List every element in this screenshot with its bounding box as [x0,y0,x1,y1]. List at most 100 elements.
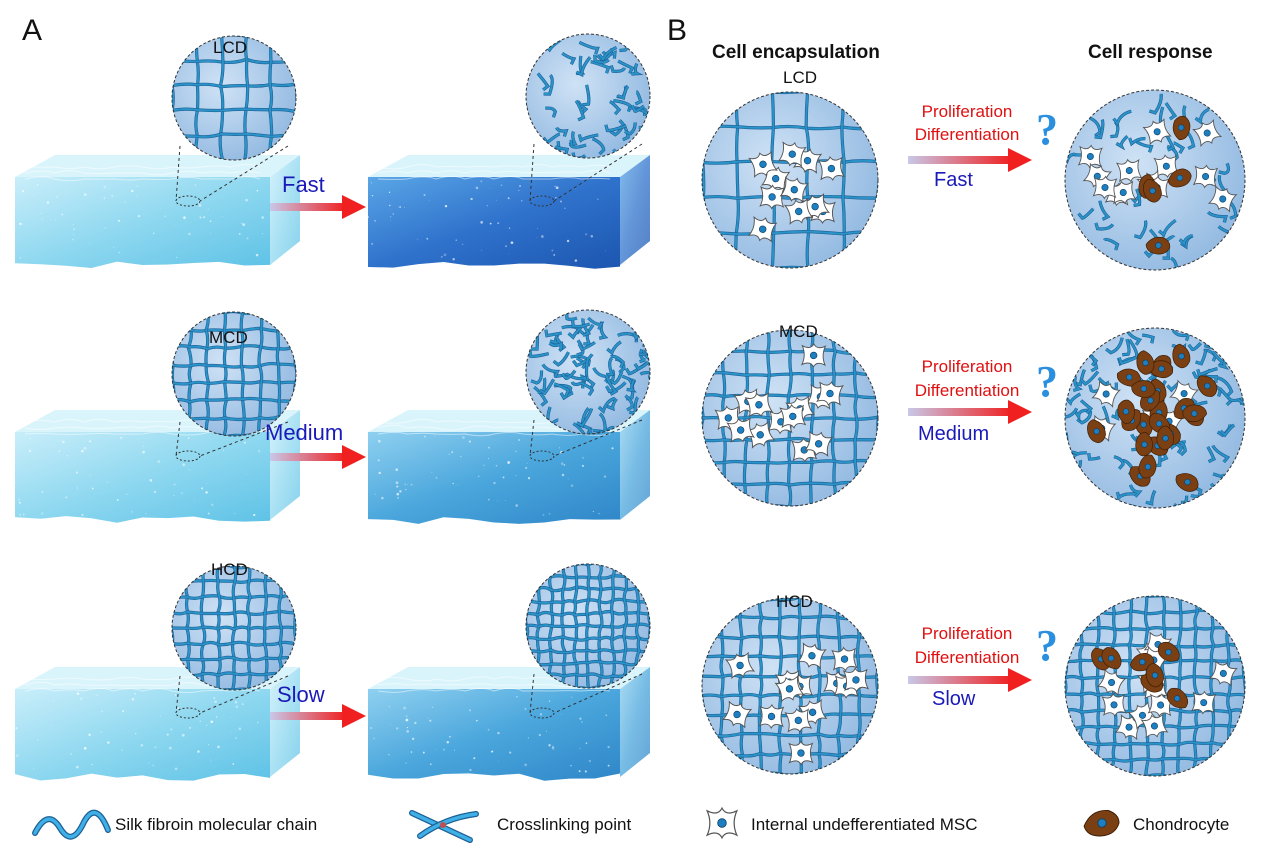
gel-sparkle [111,194,114,197]
gel-sparkle [452,482,454,485]
mesh-fiber [526,660,650,666]
mesh-fiber [640,52,650,68]
mesh-fiber [840,92,846,268]
mesh-fiber [1209,505,1218,508]
gel-sparkle [142,441,144,443]
gel-sparkle [164,215,166,217]
gel-sparkle [432,706,434,708]
gel-sparkle [131,697,135,701]
gel-sparkle [405,708,407,709]
gel-sparkle [83,747,87,750]
gel-sparkle [207,512,210,515]
mesh-fiber [1065,741,1245,747]
gel-sparkle [29,437,31,440]
mesh-fiber [570,139,587,149]
msc-cell-icon [1115,158,1143,183]
msc-nucleus [1157,701,1165,709]
gel-sparkle [101,492,103,494]
gel-sparkle [410,483,413,486]
gel-sparkle [256,189,259,192]
gel-sparkle [120,749,123,751]
gel-sparkle [584,770,587,773]
mesh-fiber [1094,222,1114,230]
mesh-fiber [1217,376,1233,397]
mesh-fiber [643,324,650,340]
gel-sparkle [515,475,517,476]
gel-sparkle [417,238,419,240]
msc-cell-icon [1114,714,1144,741]
gel-sparkle [389,216,392,218]
msc-nucleus [767,712,776,721]
mesh-fiber [1080,399,1093,414]
mesh-fiber [1179,234,1193,246]
gel-sparkle [508,227,511,229]
gel-sparkle [570,765,572,767]
msc-nucleus [814,440,823,448]
gel-sparkle [486,205,488,207]
gel-sparkle [157,460,161,463]
mesh-fiber [555,336,566,352]
gel-sparkle [561,473,565,477]
gel-sparkle [199,216,202,219]
mesh-fiber [641,52,650,67]
mesh-fiber [1230,480,1245,490]
gel-sparkle [53,444,56,446]
gel-sparkle [262,233,264,235]
mesh-fiber [1072,244,1086,262]
gel-sparkle [446,741,450,744]
gel-sparkle [411,737,415,741]
mesh-fiber [1194,108,1210,124]
msc-nucleus [1102,390,1110,398]
panel-letter-a: A [22,14,43,47]
mesh-fiber [263,566,268,690]
mesh-fiber [1225,95,1243,105]
zoom-circle-bg [172,312,296,436]
mesh-fiber [571,319,591,328]
mesh-fiber [1219,424,1235,437]
mesh-fiber [1236,365,1245,379]
mesh-fiber [702,265,878,268]
mesh-fiber [570,355,591,367]
mesh-fiber [578,41,599,55]
gel-sparkle [70,753,72,755]
gel-sparkle [555,186,559,190]
gel-sparkle [243,441,247,444]
msc-nucleus [1108,679,1116,687]
mesh-fiber [572,353,594,367]
gel-sparkle [524,466,528,470]
zoom-circle-b-response-1 [1064,89,1246,271]
msc-nucleus [1150,722,1158,730]
gel-sparkle [36,739,39,741]
zoom-line [553,673,643,714]
mesh-fiber [606,357,614,376]
gel-sparkle [136,185,138,187]
chondro-nucleus [1108,655,1115,662]
zoom-circle-border [525,563,651,689]
mesh-fiber [561,369,576,380]
zoom-circle-border [701,329,879,507]
gel-sparkle [257,721,259,724]
msc-nucleus [1138,711,1146,719]
gel-sparkle [88,733,91,737]
gel-sparkle [435,476,438,479]
mesh-fiber [1228,472,1245,491]
chondro-nucleus [1155,420,1163,427]
gel-sparkle [197,750,200,753]
mesh-fiber [702,459,878,465]
gel-texture [377,170,611,174]
gel-sparkle [388,754,390,756]
gel-sparkle [440,255,443,258]
gel-sparkle [234,513,236,514]
msc-cell-icon [758,703,785,730]
arrow-a-1 [270,195,366,219]
msc-nucleus [789,412,797,421]
gel-sparkle [137,214,141,218]
gel-sparkle [453,749,456,751]
mesh-fiber [702,437,878,443]
panel-a-rate-medium: Medium [265,420,344,445]
msc-nucleus [1101,183,1109,191]
gel-sparkle [231,716,233,718]
gel-sparkle [61,213,64,216]
gel-sparkle [403,206,405,208]
arrow-head [342,195,366,219]
